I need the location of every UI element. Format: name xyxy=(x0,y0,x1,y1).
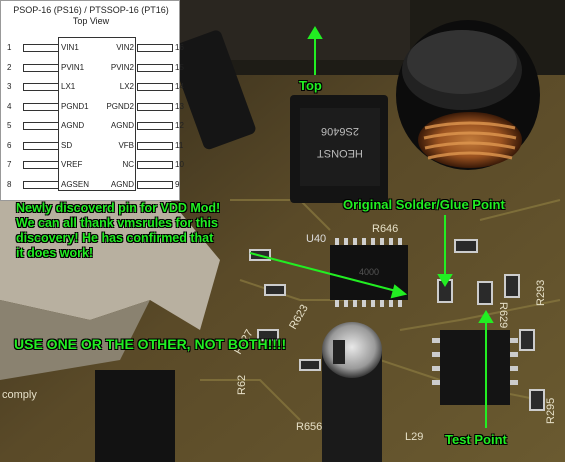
right-pin-number: 10 xyxy=(175,160,184,169)
left-pin-number: 4 xyxy=(7,101,12,111)
right-pin-number: 15 xyxy=(175,62,184,72)
test-point-arrow-head xyxy=(478,310,494,323)
right-pin-name: NC xyxy=(122,160,134,169)
right-pin-lead xyxy=(137,63,173,72)
right-pin-lead xyxy=(137,83,173,91)
lower-left-ic xyxy=(95,370,175,462)
newpin-line-1: Newly discoverd pin for VDD Mod! xyxy=(16,201,221,215)
inductor-code-text: 2S6406 xyxy=(321,125,359,137)
svg-text:4000: 4000 xyxy=(359,267,379,277)
right-pin-name: PVIN2 xyxy=(110,62,134,72)
inductor-brand-text: HEONST xyxy=(317,147,363,159)
newpin-line-2: We can all thank vmsrules for this xyxy=(16,216,218,230)
top-arrow-head xyxy=(307,26,323,39)
left-pin-number: 2 xyxy=(7,62,12,72)
right-pin-name: VIN2 xyxy=(116,43,134,52)
left-pin-number: 8 xyxy=(7,179,12,189)
left-pin-lead xyxy=(23,161,59,169)
right-pin-name: AGND xyxy=(110,121,134,130)
test-point-label: Test Point xyxy=(445,432,507,447)
newpin-note: Newly discoverd pin for VDD Mod! We can … xyxy=(16,201,220,261)
u40-label: U40 xyxy=(306,233,326,245)
diagram-subtitle: Top View xyxy=(72,16,110,26)
r62-label: R62 xyxy=(236,375,248,395)
r629-label: R629 xyxy=(497,302,509,328)
right-pin-name: LX2 xyxy=(119,82,134,91)
left-pin-name: LX1 xyxy=(61,82,76,91)
r656-label: R656 xyxy=(296,421,322,433)
right-pin-name: AGND xyxy=(110,179,134,189)
left-pin-name: PVIN1 xyxy=(61,62,85,72)
left-pin-number: 6 xyxy=(7,140,12,150)
left-pin-name: VREF xyxy=(61,160,83,169)
right-pin-number: 12 xyxy=(175,121,184,130)
original-point-label: Original Solder/Glue Point xyxy=(343,197,505,212)
u40-pins xyxy=(335,238,402,307)
right-pin-lead xyxy=(137,161,173,169)
left-pin-number: 1 xyxy=(7,43,12,52)
r295-label: R295 xyxy=(545,398,557,424)
pinout-diagram: PSOP-16 (PS16) / PTSSOP-16 (PT16) Top Vi… xyxy=(0,0,184,201)
comply-label: comply xyxy=(2,389,37,401)
top-label: Top xyxy=(299,78,322,93)
left-pin-lead xyxy=(23,44,59,52)
warning-label: USE ONE OR THE OTHER, NOT BOTH!!!! xyxy=(14,336,287,352)
left-pin-name: AGSEN xyxy=(61,179,90,189)
newpin-line-3: discovery! He has confirmed that xyxy=(16,231,214,245)
newpin-line-4: it does work! xyxy=(16,246,94,260)
left-pin-lead xyxy=(23,180,59,189)
left-pin-lead xyxy=(23,122,59,130)
left-pin-lead xyxy=(23,63,59,72)
right-pin-lead xyxy=(137,180,173,189)
right-pin-number: 16 xyxy=(175,43,184,52)
left-pin-name: AGND xyxy=(61,121,85,130)
left-pin-lead xyxy=(23,141,59,150)
left-pin-name: VIN1 xyxy=(61,43,79,52)
right-pin-number: 11 xyxy=(175,140,184,150)
newpin-arrow-head xyxy=(390,284,408,299)
l29-label: L29 xyxy=(405,431,423,443)
dark-component xyxy=(169,30,256,150)
right-pin-name: VFB xyxy=(118,140,134,150)
right-pin-lead xyxy=(137,141,173,150)
original-point-arrow-head xyxy=(437,274,453,287)
right-pin-number: 14 xyxy=(175,82,184,91)
right-pin-number: 13 xyxy=(175,101,184,111)
diagram-title: PSOP-16 (PS16) / PTSSOP-16 (PT16) xyxy=(13,5,169,15)
right-pin-lead xyxy=(137,44,173,52)
ic-package-outline xyxy=(58,37,136,191)
left-pin-number: 5 xyxy=(7,121,12,130)
left-pin-lead xyxy=(23,83,59,91)
left-pin-name: PGND1 xyxy=(61,101,89,111)
right-pin-number: 9 xyxy=(175,179,180,189)
right-pin-lead xyxy=(137,122,173,130)
right-pin-name: PGND2 xyxy=(106,101,134,111)
r646-label: R646 xyxy=(372,223,398,235)
left-pin-number: 3 xyxy=(7,82,12,91)
r293-label: R293 xyxy=(535,280,547,306)
lower-ic xyxy=(440,330,510,405)
left-pin-number: 7 xyxy=(7,160,12,169)
left-pin-lead xyxy=(23,102,59,111)
left-pin-name: SD xyxy=(61,140,73,150)
right-pin-lead xyxy=(137,102,173,111)
newpin-arrow xyxy=(249,252,401,293)
connector-housing xyxy=(0,200,220,330)
